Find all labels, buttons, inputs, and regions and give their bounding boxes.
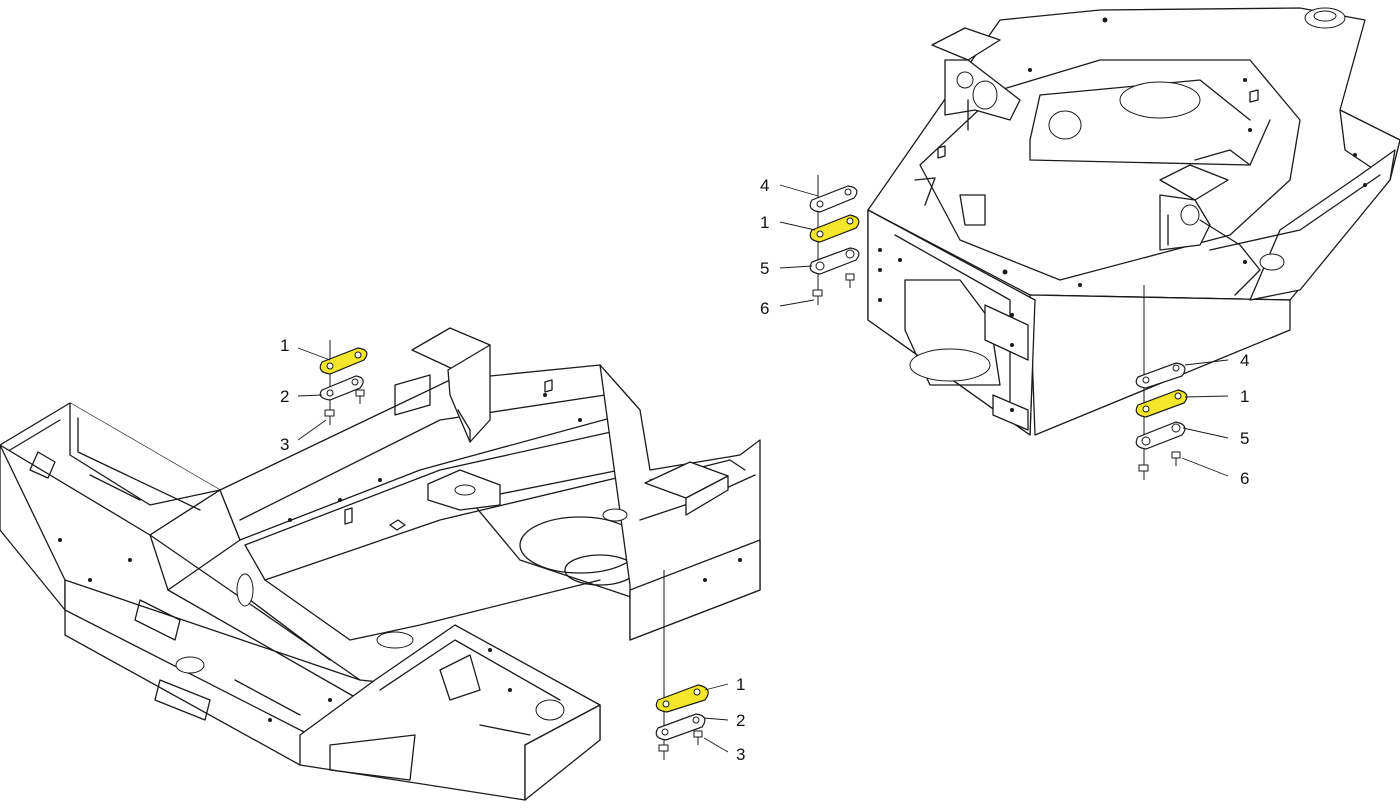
right-lower-callout-4: 4 [1240,351,1249,370]
right-lower-stack [1135,285,1188,480]
left-lower-callout-2: 2 [736,711,745,730]
left-lower-stack [655,570,709,760]
lower-frame-drawing [0,327,761,801]
part-6-bolt [812,273,855,305]
right-upper-callout-4: 4 [760,176,769,195]
left-upper-callout-3: 3 [280,435,289,454]
right-upper-callout-1: 1 [760,213,769,232]
leader-lines [297,184,1229,753]
part-3-bolt [658,730,703,760]
callout-labels: 1 2 3 1 2 3 4 1 5 6 4 1 5 6 [280,176,1249,764]
right-lower-callout-6: 6 [1240,469,1249,488]
part-3-bolt [324,389,365,425]
right-lower-callout-1: 1 [1240,387,1249,406]
part-6-bolt [1138,451,1181,480]
right-upper-callout-6: 6 [760,299,769,318]
right-upper-stack [809,175,860,305]
upper-frame-drawing [867,7,1400,436]
right-upper-callout-5: 5 [760,259,769,278]
left-upper-callout-2: 2 [280,387,289,406]
part-1-highlighted-plate [319,347,368,375]
left-upper-stack [319,340,368,425]
right-lower-callout-5: 5 [1240,429,1249,448]
left-lower-callout-3: 3 [736,745,745,764]
left-lower-callout-1: 1 [736,675,745,694]
left-upper-callout-1: 1 [280,336,289,355]
